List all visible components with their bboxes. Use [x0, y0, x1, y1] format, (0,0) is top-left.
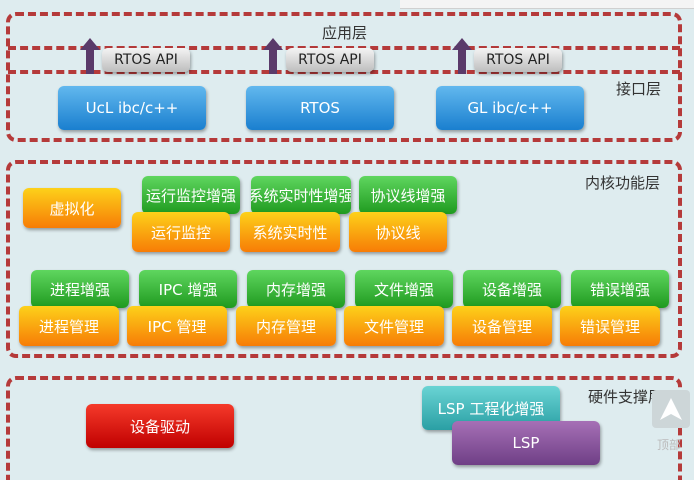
- enhance-box-memory: 内存增强: [247, 270, 345, 308]
- device-driver-box: 设备驱动: [86, 404, 234, 448]
- base-box-error: 错误管理: [560, 306, 660, 346]
- base-box-protocol: 协议线: [349, 212, 447, 252]
- kernel-layer-title: 内核功能层: [585, 174, 661, 192]
- base-box-file: 文件管理: [344, 306, 444, 346]
- app-interface-frame: [6, 12, 682, 142]
- base-box-process: 进程管理: [19, 306, 119, 346]
- base-box-monitor: 运行监控: [132, 212, 230, 252]
- lsp-box: LSP: [452, 421, 600, 465]
- browser-strip: [400, 0, 694, 9]
- interface-box-ucl: UcL ibc/c++: [58, 86, 206, 130]
- base-box-memory: 内存管理: [236, 306, 336, 346]
- api-label-1: RTOS API: [102, 48, 190, 72]
- up-arrow-icon: [80, 38, 100, 74]
- interface-box-gl: GL ibc/c++: [436, 86, 584, 130]
- enhance-box-protocol: 协议线增强: [359, 176, 457, 214]
- back-to-top-button[interactable]: [652, 390, 690, 428]
- app-divider-bottom: [8, 70, 680, 74]
- interface-layer-title: 接口层: [616, 80, 662, 98]
- arrow-up-icon: [660, 398, 682, 420]
- enhance-box-file: 文件增强: [355, 270, 453, 308]
- interface-box-rtos: RTOS: [246, 86, 394, 130]
- api-label-3: RTOS API: [474, 48, 562, 72]
- up-arrow-icon: [263, 38, 283, 74]
- app-layer-title: 应用层: [322, 24, 368, 42]
- base-box-ipc: IPC 管理: [127, 306, 227, 346]
- hardware-frame: [6, 376, 682, 480]
- up-arrow-icon: [452, 38, 472, 74]
- enhance-box-realtime: 系统实时性增强: [251, 176, 351, 214]
- enhance-box-device: 设备增强: [463, 270, 561, 308]
- api-label-2: RTOS API: [286, 48, 374, 72]
- back-to-top-label[interactable]: 顶部: [657, 438, 682, 452]
- enhance-box-error: 错误增强: [571, 270, 669, 308]
- kernel-frame: [6, 160, 682, 358]
- hardware-layer-title: 硬件支撑层: [588, 388, 664, 406]
- base-box-realtime: 系统实时性: [240, 212, 340, 252]
- base-box-device: 设备管理: [452, 306, 552, 346]
- virtualization-box: 虚拟化: [23, 188, 121, 228]
- enhance-box-process: 进程增强: [31, 270, 129, 308]
- enhance-box-ipc: IPC 增强: [139, 270, 237, 308]
- enhance-box-monitor: 运行监控增强: [142, 176, 240, 214]
